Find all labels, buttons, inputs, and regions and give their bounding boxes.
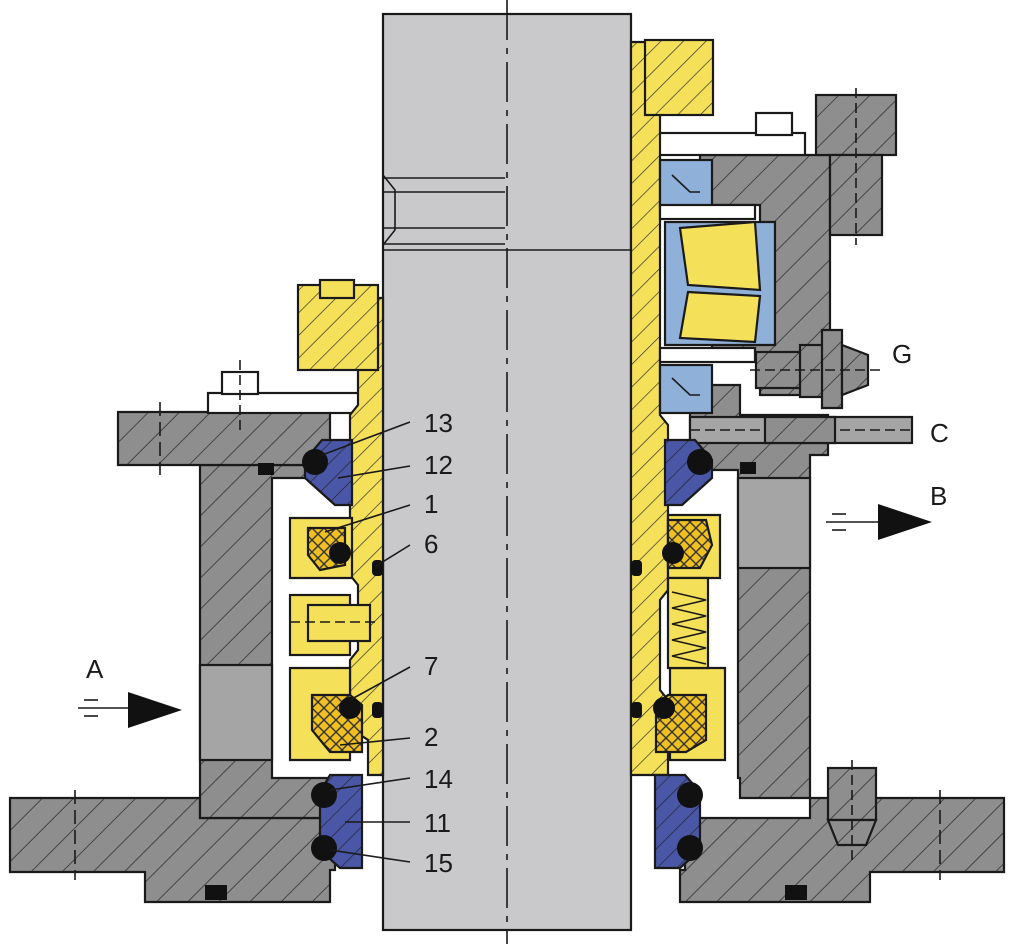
- shaft: [381, 0, 633, 944]
- spring-holder-left: [288, 593, 380, 657]
- label-15: 15: [424, 848, 453, 878]
- drive-collar-right: [643, 38, 715, 117]
- o-ring-15-right: [677, 835, 703, 861]
- label-7: 7: [424, 651, 438, 681]
- label-2: 2: [424, 722, 438, 752]
- spring-right: [666, 576, 710, 670]
- label-13: 13: [424, 408, 453, 438]
- label-G: G: [892, 339, 912, 369]
- label-A: A: [86, 654, 104, 684]
- port-labels: A B C G: [86, 339, 949, 684]
- grease-nipple-G: [750, 328, 880, 410]
- o-ring-1-left: [329, 542, 351, 564]
- sleeve-left: [296, 278, 385, 777]
- inlet-port-A: [198, 663, 274, 762]
- arrow-A: [78, 692, 182, 728]
- base-flange: [8, 790, 1006, 904]
- base-gasket-left: [205, 885, 227, 900]
- o-ring-14-left: [311, 782, 337, 808]
- o-ring-7-right: [653, 697, 675, 719]
- o-rings: [302, 449, 713, 861]
- label-14: 14: [424, 764, 453, 794]
- o-ring-7-left: [339, 697, 361, 719]
- sleeve-right: [629, 38, 715, 777]
- gland-plate-left: [206, 360, 362, 430]
- o-ring-14-right: [677, 782, 703, 808]
- label-1: 1: [424, 489, 438, 519]
- bearing-assembly: [658, 158, 777, 415]
- o-ring-15-left: [311, 835, 337, 861]
- o-ring-13-right: [687, 449, 713, 475]
- bolt-head-right: [754, 111, 794, 137]
- leader-lines: [321, 421, 411, 863]
- bearing-cup-top: [658, 158, 714, 210]
- label-6: 6: [424, 529, 438, 559]
- taper-roller-top: [678, 220, 762, 292]
- arrow-B: [826, 504, 932, 540]
- gland-plate-right: [648, 88, 898, 860]
- label-12: 12: [424, 450, 453, 480]
- drive-collar-left: [296, 283, 380, 372]
- outlet-port-B: [736, 476, 812, 570]
- gasket-left: [258, 463, 274, 475]
- label-11: 11: [424, 808, 451, 838]
- label-C: C: [930, 418, 949, 448]
- o-ring-13-left: [302, 449, 328, 475]
- part-labels: 13 12 1 6 7 2 14 11 15: [424, 408, 453, 878]
- o-ring-1-right: [662, 542, 684, 564]
- base-gasket-right: [785, 885, 807, 900]
- label-B: B: [930, 481, 947, 511]
- connection-C: [688, 415, 914, 445]
- taper-roller-bottom: [678, 290, 762, 344]
- bearing-cup-bottom: [658, 363, 714, 415]
- gasket-right: [740, 462, 756, 474]
